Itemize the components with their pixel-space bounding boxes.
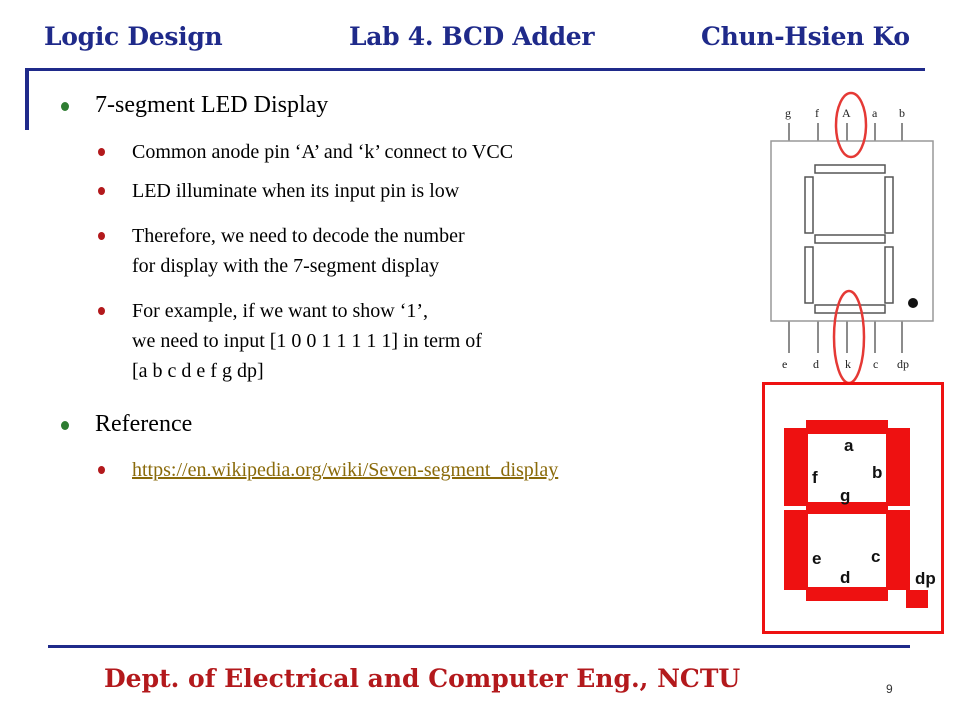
segment-b: [886, 428, 910, 506]
pin-label: A: [842, 106, 851, 120]
bullet-dot: [98, 187, 105, 195]
pin-lines: [788, 123, 903, 353]
header-course: Logic Design: [44, 22, 223, 51]
header-author: Chun-Hsien Ko: [701, 22, 910, 51]
segment-f: [784, 428, 808, 506]
segment-label: g: [840, 486, 850, 505]
list-item: LED illuminate when its input pin is low: [98, 176, 459, 206]
header-accent-bar: [25, 68, 29, 130]
bullet-dot: [98, 148, 105, 156]
segment-label: a: [844, 436, 854, 455]
segment-d: [806, 587, 888, 601]
pin-label: d: [813, 357, 819, 371]
list-item: For example, if we want to show ‘1’, we …: [98, 296, 482, 386]
pin-label: c: [873, 357, 878, 371]
segment-label: c: [871, 547, 880, 566]
segment-c: [886, 510, 910, 590]
footer-department: Dept. of Electrical and Computer Eng., N…: [104, 664, 741, 693]
footer-rule: [48, 645, 910, 648]
section-title-reference: Reference: [61, 411, 192, 438]
segment-label: f: [812, 468, 818, 487]
bullet-dot: [98, 466, 105, 474]
bullet-dot: [98, 232, 105, 240]
pin-a-highlight: [834, 91, 868, 159]
decimal-point: [908, 298, 918, 308]
segment-g: [806, 502, 888, 514]
bullet-dot: [98, 307, 105, 315]
segment-outlines: [804, 164, 894, 314]
pin-label: dp: [897, 357, 909, 371]
pin-label: g: [785, 106, 791, 120]
bullet-dot: [61, 421, 69, 430]
list-item: Common anode pin ‘A’ and ‘k’ connect to …: [98, 137, 513, 167]
segment-label: e: [812, 549, 821, 568]
list-item: https://en.wikipedia.org/wiki/Seven-segm…: [98, 455, 559, 485]
reference-link[interactable]: https://en.wikipedia.org/wiki/Seven-segm…: [132, 459, 559, 481]
segment-label: d: [840, 568, 850, 587]
segment-label: b: [872, 463, 882, 482]
pin-label: a: [872, 106, 878, 120]
segment-a: [806, 420, 888, 434]
pin-label: e: [782, 357, 787, 371]
pin-label: f: [815, 106, 819, 120]
segments: [784, 420, 928, 608]
section-title-display: 7-segment LED Display: [61, 92, 328, 119]
page-number: 9: [886, 682, 893, 696]
list-item: Therefore, we need to decode the number …: [98, 221, 465, 281]
segment-label: dp: [915, 569, 936, 588]
bullet-dot: [61, 102, 69, 111]
segment-diagram: a b f g e c d dp: [762, 382, 944, 634]
header-rule: [25, 68, 925, 71]
segment-e: [784, 510, 808, 590]
pin-diagram: g f A a b e d k c dp: [770, 91, 934, 385]
header-lab: Lab 4. BCD Adder: [349, 22, 595, 51]
segment-dp: [906, 590, 928, 608]
display-outline: [770, 140, 934, 322]
pin-label: k: [845, 357, 851, 371]
pin-label: b: [899, 106, 905, 120]
